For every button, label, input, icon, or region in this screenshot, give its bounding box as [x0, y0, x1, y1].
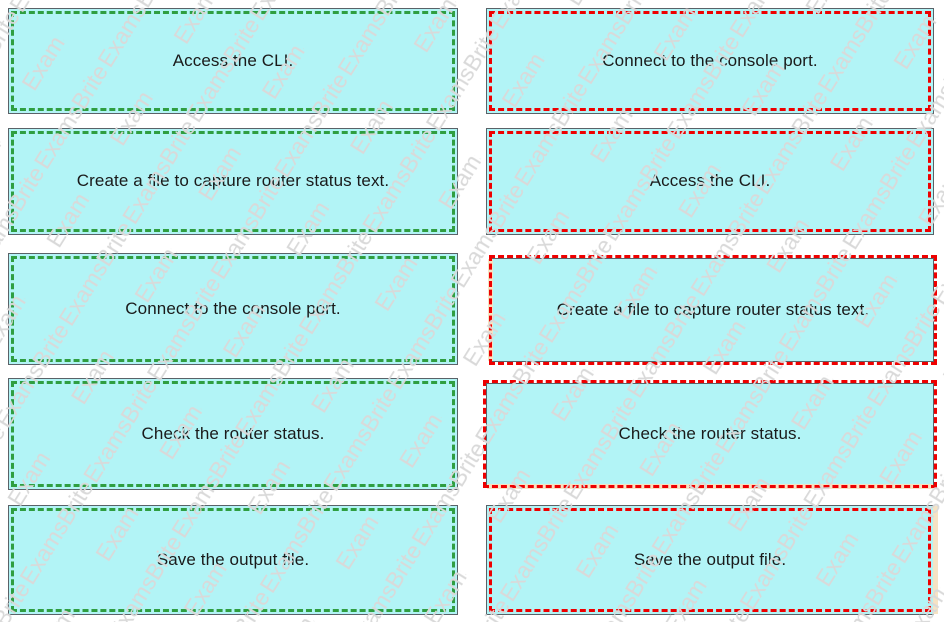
source-card-1-label: Access the CLI.	[172, 50, 294, 70]
source-card-4[interactable]: Check the router status.	[8, 378, 458, 490]
answer-card-2-label: Access the CLI.	[649, 171, 771, 191]
answer-card-5-sliver	[933, 506, 938, 614]
answer-card-2[interactable]: Access the CLI.	[486, 128, 934, 235]
source-card-2[interactable]: Create a file to capture router status t…	[8, 128, 458, 235]
answer-card-3-sliver	[488, 259, 493, 361]
source-card-1[interactable]: Access the CLI.	[8, 8, 458, 114]
source-card-4-label: Check the router status.	[141, 423, 325, 443]
source-card-3[interactable]: Connect to the console port.	[8, 253, 458, 365]
source-card-3-label: Connect to the console port.	[125, 298, 341, 318]
source-card-5-label: Save the output file.	[156, 549, 310, 569]
answer-card-4-sliver	[487, 484, 933, 489]
answer-card-3-label: Create a file to capture router status t…	[556, 299, 870, 319]
answer-card-4-label: Check the router status.	[618, 423, 802, 443]
answer-card-5[interactable]: Save the output file.	[486, 505, 938, 615]
answer-card-3[interactable]: Create a file to capture router status t…	[488, 255, 937, 365]
source-card-2-label: Create a file to capture router status t…	[76, 171, 390, 191]
answer-card-1[interactable]: Connect to the console port.	[486, 8, 934, 114]
answer-card-5-label: Save the output file.	[633, 549, 787, 569]
answer-card-4[interactable]: Check the router status.	[483, 380, 937, 489]
source-card-5[interactable]: Save the output file.	[8, 505, 458, 615]
answer-card-1-label: Connect to the console port.	[602, 50, 818, 70]
